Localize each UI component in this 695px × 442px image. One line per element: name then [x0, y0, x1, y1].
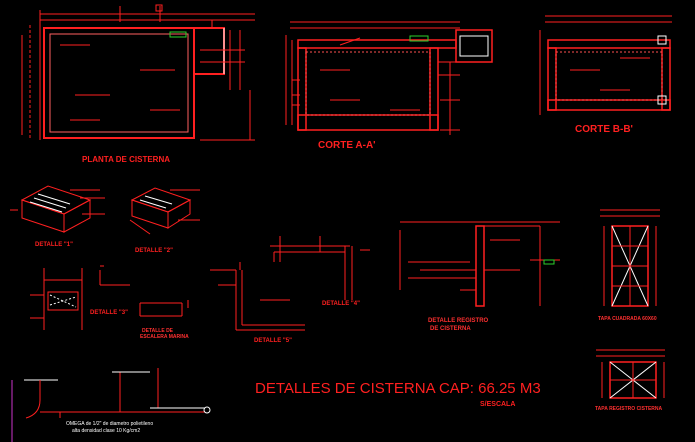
- detalle-registro-drawing: [399, 221, 560, 307]
- detalle-4-drawing: [270, 236, 370, 300]
- detalle-3-label: DETALLE "3": [90, 310, 128, 316]
- tapa-registro-drawing: [596, 349, 665, 399]
- detalle-2-drawing: [129, 187, 200, 235]
- main-subtitle: S/ESCALA: [480, 401, 515, 408]
- detalle-escalera-label-2: ESCALERA MARINA: [140, 334, 189, 340]
- detalle-4-label: DETALLE "4": [322, 301, 360, 307]
- detalle-2-label: DETALLE "2": [135, 248, 173, 254]
- registro-green-mark: [543, 259, 555, 265]
- planta-cisterna-label: PLANTA DE CISTERNA: [82, 155, 170, 164]
- omega-note-line-1: OMEGA de 1/2" de diametro polietileno: [66, 421, 153, 427]
- omega-note-line-2: alta densidad clase 10 Kg/cm2: [72, 428, 140, 434]
- detalle-registro-label-1: DETALLE REGISTRO: [428, 318, 489, 324]
- detalle-5-drawing: [210, 262, 305, 331]
- corte-bb-label: CORTE B-B': [575, 124, 633, 135]
- detalle-5-label: DETALLE "5": [254, 338, 292, 344]
- corte-aa-label: CORTE A-A': [318, 140, 376, 151]
- detalle-escalera-drawing: [139, 300, 189, 317]
- detalle-1-label: DETALLE "1": [35, 242, 73, 248]
- corte-aa-drawing: [285, 21, 493, 135]
- detalle-registro-label-2: DE CISTERNA: [430, 326, 471, 332]
- tapa-cuadrada-label: TAPA CUADRADA 60X60: [598, 316, 657, 322]
- detalle-3-drawing: [30, 265, 130, 330]
- corte-aa-green-mark: [409, 35, 429, 42]
- tapa-registro-label: TAPA REGISTRO CISTERNA: [595, 406, 663, 412]
- planta-cisterna-drawing: [21, 4, 255, 141]
- detalle-escalera-label-1: DETALLE DE: [142, 328, 174, 334]
- detalle-1-drawing: [10, 185, 105, 233]
- main-title: DETALLES DE CISTERNA CAP: 66.25 M3: [255, 380, 541, 397]
- omega-pipe-drawing: [24, 368, 211, 419]
- corte-bb-drawing: [539, 15, 672, 115]
- tapa-cuadrada-drawing: [600, 209, 660, 307]
